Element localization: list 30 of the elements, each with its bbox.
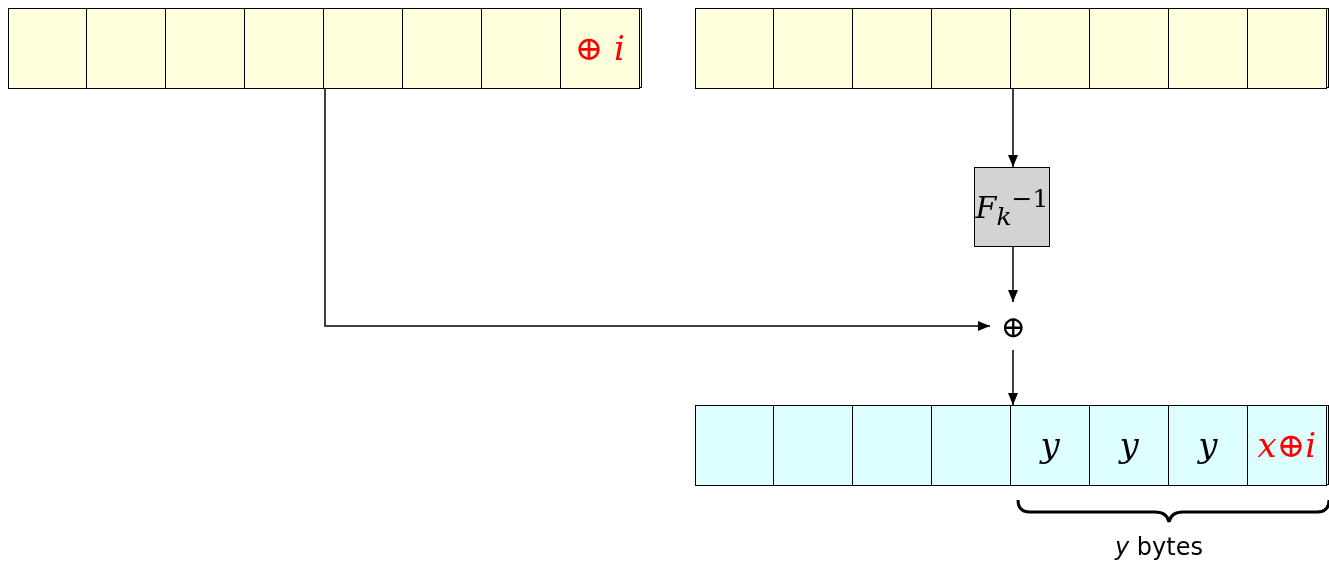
byte-cell [244, 7, 325, 89]
arrow [1008, 246, 1018, 303]
xor-sign: ⊕ [1000, 308, 1026, 344]
byte-cell [559, 7, 640, 89]
byte-cell [1246, 404, 1327, 486]
byte-cell [852, 404, 933, 486]
byte-cell [1246, 7, 1327, 89]
byte-cell [165, 7, 246, 89]
byte-cell [323, 7, 404, 89]
byte-cell [852, 7, 933, 89]
byte-cell [1010, 7, 1091, 89]
byte-cell [86, 7, 167, 89]
arrow [324, 87, 991, 331]
byte-array [695, 8, 1329, 88]
cell-text: ⊕ i [574, 28, 625, 68]
byte-array [8, 8, 642, 88]
byte-cell [931, 404, 1012, 486]
arrow [1008, 349, 1018, 406]
byte-array [695, 405, 1329, 485]
brace-label: y bytes [1115, 533, 1203, 561]
byte-cell [1010, 404, 1091, 486]
byte-cell [773, 404, 854, 486]
byte-cell [773, 7, 854, 89]
byte-cell [931, 7, 1012, 89]
cell-text: y [1198, 425, 1218, 465]
cell-text: y [1040, 425, 1060, 465]
arrow [1008, 87, 1018, 168]
cell-text: y [1119, 425, 1139, 465]
decryption-box [974, 167, 1050, 247]
cell-text: x⊕i [1257, 425, 1317, 465]
